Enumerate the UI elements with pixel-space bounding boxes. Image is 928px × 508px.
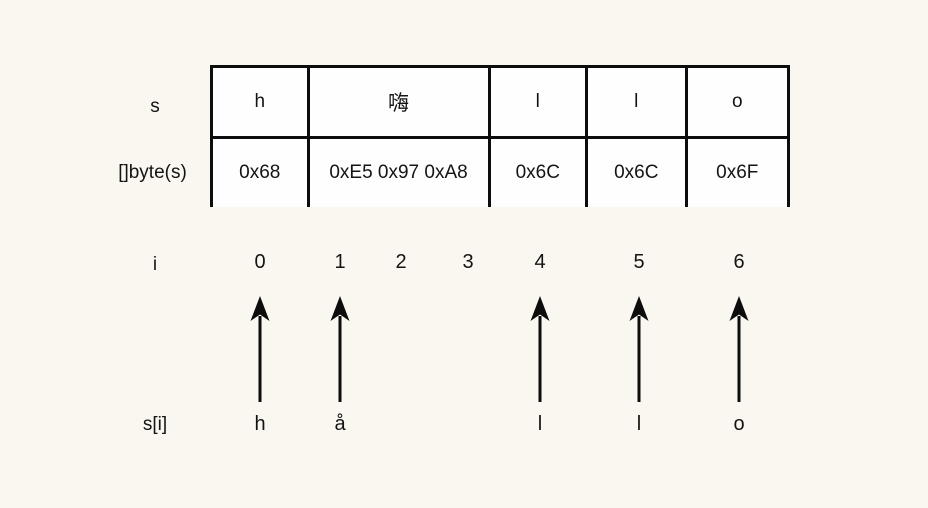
index-number: 1 [334, 251, 346, 273]
indexed-character: l [636, 413, 642, 435]
up-arrow-icon [527, 294, 553, 402]
table-cell-char: o [687, 68, 787, 136]
table-cell-char: 嗨 [309, 68, 491, 136]
indexed-character: å [334, 413, 346, 435]
index-number: 6 [733, 251, 745, 273]
index-number: 3 [462, 251, 474, 273]
up-arrow-icon [726, 294, 752, 402]
table-row-bytes: 0x68 0xE5 0x97 0xA8 0x6C 0x6C 0x6F [213, 139, 787, 207]
table-row-characters: h 嗨 l l o [213, 68, 787, 139]
table-cell-bytes: 0x6F [687, 139, 787, 207]
row-label-indexed: s[i] [142, 414, 168, 435]
up-arrow-icon [327, 294, 353, 402]
up-arrow-icon [247, 294, 273, 402]
index-number: 0 [254, 251, 266, 273]
table-cell-char: l [490, 68, 589, 136]
indexed-character: h [254, 413, 266, 435]
indexed-character: l [537, 413, 543, 435]
up-arrow-icon [626, 294, 652, 402]
index-number: 4 [534, 251, 546, 273]
row-label-bytes: []byte(s) [118, 162, 187, 183]
table-cell-bytes: 0x6C [490, 139, 589, 207]
table-cell-bytes: 0xE5 0x97 0xA8 [309, 139, 491, 207]
table-cell-bytes: 0x68 [213, 139, 310, 207]
table-cell-bytes: 0x6C [588, 139, 688, 207]
row-label-string: s [150, 96, 160, 117]
row-label-index: i [152, 254, 158, 275]
index-number: 2 [395, 251, 407, 273]
index-number: 5 [633, 251, 645, 273]
byte-table: h 嗨 l l o 0x68 0xE5 0x97 0xA8 0x6C 0x6C … [210, 65, 790, 207]
indexed-character: o [733, 413, 745, 435]
table-cell-char: h [213, 68, 310, 136]
table-cell-char: l [588, 68, 688, 136]
